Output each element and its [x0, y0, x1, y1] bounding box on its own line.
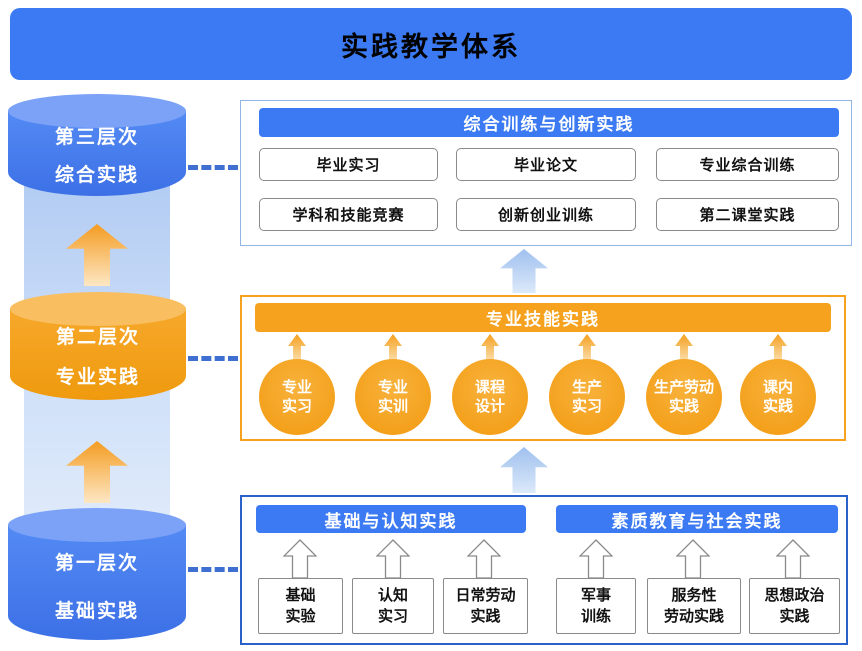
level2-label: 专业实践 [55, 367, 140, 388]
practice-item: 创新创业训练 [456, 198, 636, 231]
dashed-connector-level1 [188, 567, 238, 572]
foundation-item: 军事 训练 [556, 578, 636, 634]
skill-circle-label: 实践 [668, 398, 699, 415]
skill-circle-label: 实习 [571, 398, 602, 415]
professional-skills-header: 专业技能实践 [255, 303, 831, 332]
comprehensive-practice-section: 综合训练与创新实践 毕业实习 毕业论文 专业综合训练 学科和技能竞赛 创新创业训… [240, 100, 852, 246]
outline-up-arrow [776, 539, 810, 579]
skill-circle-label: 生产 [571, 378, 602, 396]
skill-circle: 专业 实训 [355, 359, 431, 435]
practice-item: 第二课堂实践 [656, 198, 839, 231]
skill-circle-label: 设计 [474, 398, 505, 415]
level2-name: 第二层次 [55, 327, 140, 348]
cylinder-body [8, 525, 186, 640]
mini-up-arrow [384, 334, 402, 359]
skill-circle-label: 实习 [281, 398, 312, 415]
cylinder-level1: 第一层次 基础实践 [8, 508, 186, 640]
foundation-item: 日常劳动 实践 [443, 578, 528, 634]
skill-circle-label: 课内 [762, 378, 793, 396]
outline-up-arrow [467, 539, 501, 579]
practice-item: 学科和技能竞赛 [259, 198, 438, 231]
foundation-item-label: 训练 [580, 608, 611, 625]
mini-up-arrow [578, 334, 596, 359]
outline-up-arrow [676, 539, 710, 579]
diagram-title: 实践教学体系 [341, 31, 521, 62]
mini-up-arrow [481, 334, 499, 359]
skill-circle-label: 专业 [281, 378, 312, 396]
skill-circle-label: 课程 [474, 378, 505, 396]
practice-item: 专业综合训练 [656, 148, 839, 181]
skill-circle: 课程 设计 [452, 359, 528, 435]
outline-up-arrow [283, 539, 317, 579]
professional-skills-section: 专业技能实践 专业 实习 专业 实训 课程 设计 生产 实习 生产劳动 实践 课… [240, 295, 846, 441]
skill-circle: 生产劳动 实践 [646, 359, 722, 435]
up-arrow-bottom-to-mid-section [500, 447, 548, 493]
cylinder-top-ellipse [8, 508, 186, 542]
foundation-cognition-header: 基础与认知实践 [256, 505, 526, 533]
foundation-item-label: 实践 [470, 608, 501, 625]
foundation-item-label: 服务性 [671, 587, 717, 604]
practice-item: 毕业论文 [456, 148, 636, 181]
foundation-item: 服务性 劳动实践 [647, 578, 741, 634]
cylinder-level2: 第二层次 专业实践 [10, 292, 186, 400]
foundation-item-label: 实验 [285, 608, 316, 625]
foundation-item-label: 军事 [580, 587, 611, 604]
dashed-connector-level3 [188, 165, 238, 170]
mini-up-arrow [288, 334, 306, 359]
foundation-item-label: 思想政治 [764, 587, 825, 604]
practice-item: 毕业实习 [259, 148, 438, 181]
skill-circle: 生产 实习 [549, 359, 625, 435]
level3-name: 第三层次 [54, 127, 139, 148]
foundation-item-label: 认知 [377, 587, 408, 604]
cylinder-level3: 第三层次 综合实践 [8, 94, 186, 196]
skill-circle: 课内 实践 [740, 359, 816, 435]
mini-up-arrow [675, 334, 693, 359]
level1-name: 第一层次 [54, 553, 139, 574]
up-arrow-mid-to-top-section [500, 249, 548, 293]
foundation-item: 思想政治 实践 [749, 578, 840, 634]
level3-label: 综合实践 [54, 165, 139, 186]
level1-label: 基础实践 [54, 601, 139, 622]
foundation-item: 基础 实验 [258, 578, 343, 634]
skill-circle-label: 实训 [377, 398, 408, 415]
cylinder-top-ellipse [8, 94, 186, 128]
foundation-item-label: 劳动实践 [663, 608, 724, 625]
foundation-item-label: 实践 [779, 608, 810, 625]
skill-circle: 专业 实习 [259, 359, 335, 435]
quality-education-header: 素质教育与社会实践 [556, 505, 838, 533]
diagram-title-bar: 实践教学体系 [10, 8, 852, 80]
foundation-item-label: 日常劳动 [455, 587, 516, 604]
dashed-connector-level2 [188, 356, 238, 361]
foundation-item-label: 基础 [285, 587, 316, 604]
foundation-item: 认知 实习 [352, 578, 434, 634]
skill-circle-label: 生产劳动 [653, 378, 714, 396]
outline-up-arrow [579, 539, 613, 579]
skill-circle-label: 专业 [377, 378, 408, 396]
skill-circle-label: 实践 [762, 398, 793, 415]
outline-up-arrow [376, 539, 410, 579]
cylinder-top-ellipse [10, 292, 186, 326]
comprehensive-practice-header: 综合训练与创新实践 [259, 108, 839, 137]
foundation-practice-section: 基础与认知实践 素质教育与社会实践 基础 实验 认知 实习 日常劳动 实践 军事… [240, 495, 848, 645]
foundation-item-label: 实习 [377, 608, 408, 625]
mini-up-arrow [769, 334, 787, 359]
